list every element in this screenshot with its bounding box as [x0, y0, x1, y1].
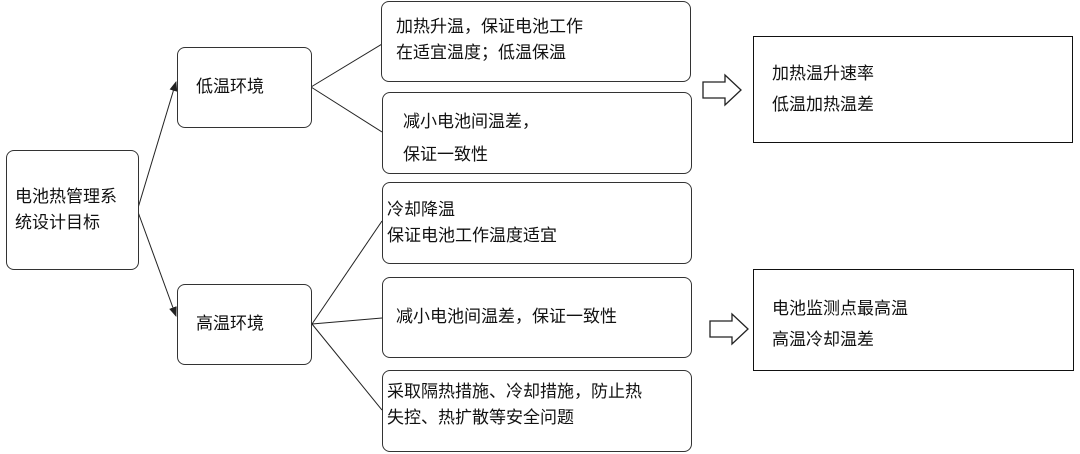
root-goal-line-1: 电池热管理系 [15, 186, 117, 207]
high-temp-env-label: 高温环境 [196, 314, 264, 335]
low-goal-heating-line-1: 加热升温，保证电池工作 [396, 17, 583, 37]
low-goal-uniformity-box: 减小电池间温差， 保证一致性 [382, 92, 692, 174]
line-high-to-goal-3 [311, 323, 383, 411]
low-temp-env-box: 低温环境 [177, 47, 312, 128]
high-goal-safety-line-2: 失控、热扩散等安全问题 [387, 408, 574, 429]
high-metric-line-1: 电池监测点最高温 [772, 299, 908, 319]
low-goal-heating-box: 加热升温，保证电池工作 在适宜温度；低温保温 [381, 1, 691, 82]
hollow-arrow-high-metrics [709, 312, 749, 346]
high-temp-env-box: 高温环境 [177, 284, 312, 365]
line-high-to-goal-1 [311, 220, 383, 325]
low-goal-heating-line-2: 在适宜温度；低温保温 [396, 43, 566, 64]
low-goal-uniformity-line-2: 保证一致性 [403, 145, 488, 166]
root-goal-line-2: 统设计目标 [15, 213, 100, 233]
arrow-root-to-high-env [137, 211, 177, 317]
hollow-arrow-low-metrics [702, 73, 742, 107]
high-metric-line-2: 高温冷却温差 [772, 330, 874, 351]
high-goal-uniformity-line-1: 减小电池间温差，保证一致性 [396, 307, 617, 328]
low-temp-env-label: 低温环境 [196, 77, 264, 98]
arrow-root-to-low-env [137, 81, 178, 209]
low-goal-uniformity-line-1: 减小电池间温差， [403, 112, 539, 132]
high-goal-cooling-box: 冷却降温 保证电池工作温度适宜 [382, 182, 692, 264]
line-low-to-goal-2 [310, 86, 383, 133]
high-goal-cooling-line-1: 冷却降温 [387, 200, 455, 220]
root-goal-box: 电池热管理系 统设计目标 [6, 150, 139, 270]
high-goal-uniformity-box: 减小电池间温差，保证一致性 [382, 277, 692, 358]
high-goal-cooling-line-2: 保证电池工作温度适宜 [387, 226, 557, 247]
high-goal-safety-line-1: 采取隔热措施、冷却措施，防止热 [387, 382, 642, 402]
low-metric-line-2: 低温加热温差 [772, 95, 874, 116]
line-low-to-goal-1 [310, 43, 383, 88]
high-goal-safety-box: 采取隔热措施、冷却措施，防止热 失控、热扩散等安全问题 [382, 370, 692, 452]
low-temp-metrics-box: 加热温升速率 低温加热温差 [753, 36, 1073, 143]
high-temp-metrics-box: 电池监测点最高温 高温冷却温差 [753, 269, 1074, 371]
line-high-to-goal-2 [311, 317, 383, 325]
low-metric-line-1: 加热温升速率 [772, 64, 874, 84]
